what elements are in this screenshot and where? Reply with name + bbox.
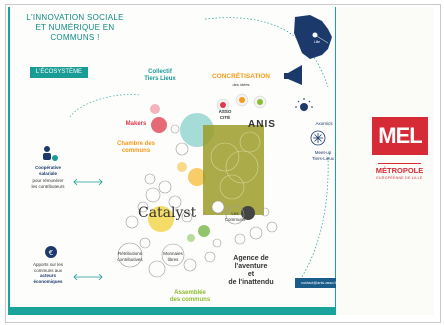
poster-title: L'INNOVATION SOCIALE ET NUMÉRIQUE EN COM… xyxy=(26,13,124,42)
arrow-cooperative xyxy=(73,178,103,186)
dotted-arc-left xyxy=(69,94,141,118)
label-collectif: Collectif Tiers Lieux xyxy=(144,69,176,82)
label-concretisation-sub: des idées xyxy=(232,82,250,87)
arrow-apports xyxy=(73,273,103,281)
concretisation-rect xyxy=(203,125,264,215)
bubble-catalyst xyxy=(148,206,174,232)
bubble-chambre-small xyxy=(177,162,187,172)
label-cooperative-sub: pour rémunérer les contributeurs xyxy=(31,178,65,189)
label-lille: Lille xyxy=(313,40,321,44)
snowflake-icon xyxy=(310,130,326,146)
mel-subtitle: EUROPÉENNE DE LILLE xyxy=(376,176,423,180)
label-anis: ANIS xyxy=(248,119,276,130)
label-catalyst: Catalyst xyxy=(138,205,197,221)
label-agence: Agence de l'aventure et de l'inattendu xyxy=(228,255,274,286)
mel-rule xyxy=(378,163,421,164)
mel-metropole: MÉTROPOLE xyxy=(375,166,424,175)
contact-email[interactable]: contact@anis-asso.fr xyxy=(295,278,343,288)
svg-text:€: € xyxy=(49,249,53,257)
cooperative-icon xyxy=(43,146,58,161)
sun-icon xyxy=(295,98,313,111)
label-makers: Makers xyxy=(125,121,147,127)
label-assemblee: Assemblée des communs xyxy=(169,290,211,303)
label-meetup: Meet-up Tiers-Lieux xyxy=(311,150,335,161)
dotted-arc-top xyxy=(204,17,329,88)
label-associte: ASSO CITÉ xyxy=(218,109,232,120)
bubble-chambre xyxy=(188,168,206,186)
label-acteurs: acteurs économiques xyxy=(33,273,63,284)
bubble-assemblee xyxy=(198,225,210,237)
label-apports: Apports sur les communs aux xyxy=(32,262,63,273)
logo-panel xyxy=(336,7,434,315)
megaphone-icon xyxy=(284,65,302,85)
outline-bubbles xyxy=(117,124,278,278)
ecosysteme-banner: L'ÉCOSYSTÈME xyxy=(30,67,88,78)
label-lescommuns: Les Communs xyxy=(224,211,246,222)
mel-logo: MEL xyxy=(372,117,428,155)
poster: L'INNOVATION SOCIALE ET NUMÉRIQUE EN COM… xyxy=(10,7,343,307)
bubble-makers-small xyxy=(150,104,160,114)
region-map xyxy=(294,15,332,59)
dotted-arc-right xyxy=(294,156,329,288)
bubble-les-communs xyxy=(241,206,255,220)
bubble-makers xyxy=(151,117,167,133)
label-cooperative: Coopérative salariale xyxy=(34,165,61,176)
euro-icon: € xyxy=(45,246,57,258)
label-anomics: Axomics xyxy=(315,121,333,126)
ecosystem-graphic: € xyxy=(43,15,332,288)
label-concretisation: CONCRÉTISATION xyxy=(211,73,271,80)
label-monnaies: Monnaies libres xyxy=(163,251,183,262)
label-retributions: Rétributions contributives xyxy=(117,251,143,262)
label-chambre: Chambre des communs xyxy=(116,141,155,154)
